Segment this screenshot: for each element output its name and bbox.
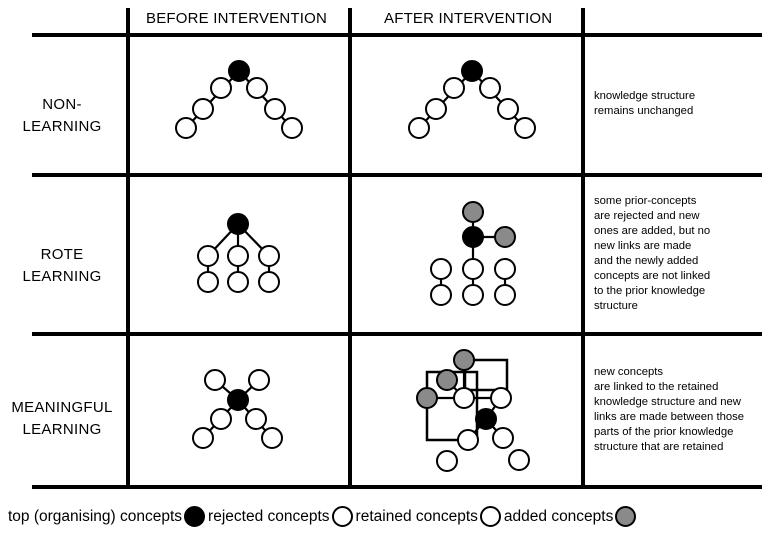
added-concept-node [436,369,458,391]
top-concept-icon [184,506,206,527]
description-line: ones are added, but no [594,225,711,237]
legend: top (organising) concepts rejected conce… [8,506,639,527]
row-label-line: NON- [42,96,82,113]
retained-concept-node [281,117,303,139]
top-concept-node [228,60,250,82]
retained-concept-node [227,271,249,293]
retained-concept-node [408,117,430,139]
retained-concept-node [492,427,514,449]
retained-concept-node [192,98,214,120]
concept-link [185,70,240,129]
description-line: are linked to the retained [594,381,719,393]
retained-concept-node [258,245,280,267]
legend-top-label: top (organising) concepts [8,507,183,525]
retained-concept-node [443,77,465,99]
added-concept-node [453,349,475,371]
description-line: parts of the prior knowledge [594,426,734,438]
retained-concept-node [494,258,516,280]
retained-concept-node [453,387,475,409]
legend-added-label: added concepts [503,507,614,525]
retained-concept-node [494,284,516,306]
description-meaningful-learning: new concepts are linked to the retained … [594,365,770,455]
description-rote-learning: some prior-concepts are rejected and new… [594,194,770,314]
retained-concept-node [210,408,232,430]
retained-concept-node [245,408,267,430]
row-label-meaningful-learning: MEANINGFUL LEARNING [0,397,124,441]
retained-concept-node [227,245,249,267]
column-header-before: BEFORE INTERVENTION [146,10,328,27]
top-concept-node [475,408,497,430]
retained-concept-node [462,258,484,280]
retained-concept-node [246,77,268,99]
description-line: new concepts [594,366,664,378]
row-label-line: LEARNING [22,118,102,135]
table-grid [32,8,762,489]
top-concept-node [462,226,484,248]
top-concept-node [227,389,249,411]
description-line: remains unchanged [594,105,694,117]
retained-concept-node [430,258,452,280]
top-concept-node [461,60,483,82]
retained-concept-node [258,271,280,293]
added-concept-node [416,387,438,409]
description-line: and the newly added [594,255,699,267]
concept-link [418,70,473,129]
retained-concept-icon [479,506,501,527]
description-line: to the prior knowledge [594,285,706,297]
legend-rejected-label: rejected concepts [208,507,330,525]
retained-concept-node [264,98,286,120]
description-non-learning: knowledge structure remains unchanged [594,89,770,119]
retained-concept-node [197,271,219,293]
column-header-after: AFTER INTERVENTION [384,10,553,27]
row-label-line: MEANINGFUL [11,399,113,416]
row-label-non-learning: NON- LEARNING [0,94,124,138]
retained-concept-node [261,427,283,449]
retained-concept-node [436,450,458,472]
retained-concept-node [508,449,530,471]
added-concept-node [494,226,516,248]
added-concept-node [462,201,484,223]
description-line: new links are made [594,240,692,252]
row-label-line: LEARNING [22,268,102,285]
retained-concept-node [204,369,226,391]
top-concept-node [227,213,249,235]
retained-concept-node [457,429,479,451]
rejected-concept-icon [331,506,353,527]
retained-concept-node [425,98,447,120]
retained-concept-node [210,77,232,99]
retained-concept-node [197,245,219,267]
retained-concept-node [497,98,519,120]
row-label-rote-learning: ROTE LEARNING [0,244,124,288]
retained-concept-node [490,387,512,409]
row-label-line: ROTE [40,246,84,263]
retained-concept-node [192,427,214,449]
description-line: are rejected and new [594,210,700,222]
row-label-line: LEARNING [22,421,102,438]
retained-concept-node [248,369,270,391]
retained-concept-node [175,117,197,139]
description-line: structure [594,300,638,312]
retained-concept-node [479,77,501,99]
concept-link [238,70,293,129]
description-line: links are made between those [594,411,745,423]
added-concept-icon [615,506,637,527]
concept-link [471,70,526,129]
description-line: concepts are not linked [594,270,711,282]
retained-concept-node [430,284,452,306]
description-line: knowledge structure and new [594,396,741,408]
retained-concept-node [462,284,484,306]
description-line: knowledge structure [594,90,696,102]
legend-retained-label: retained concepts [355,507,478,525]
retained-concept-node [514,117,536,139]
description-line: structure that are retained [594,441,724,453]
description-line: some prior-concepts [594,195,697,207]
